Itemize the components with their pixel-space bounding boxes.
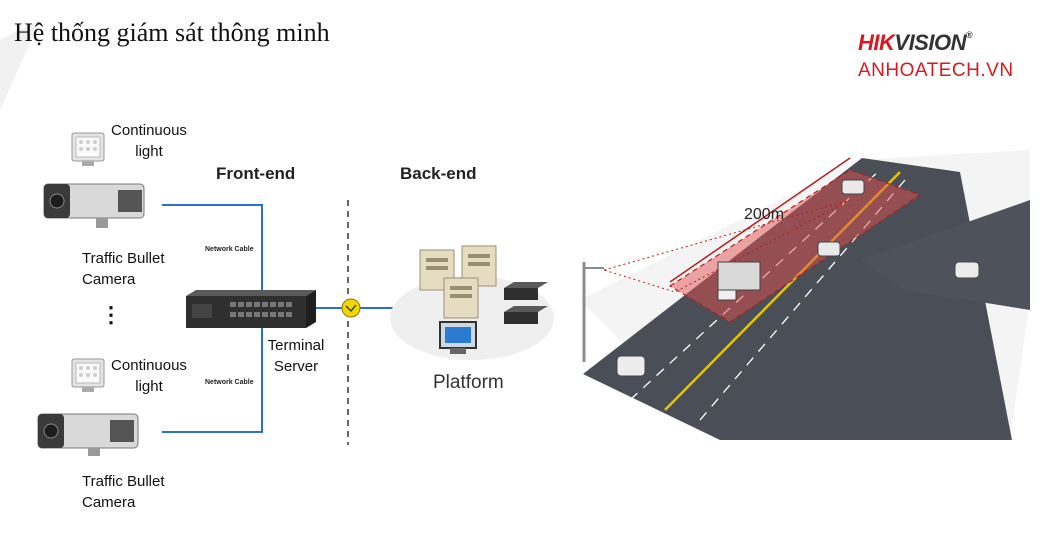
- vehicle-car-icon-1: [817, 241, 841, 257]
- logo-hik: HIK: [858, 30, 895, 55]
- logo-registered-mark: ®: [965, 30, 973, 40]
- distance-arrow: [669, 157, 851, 283]
- hikvision-logo: HIKVISION®: [858, 30, 973, 56]
- network-cable-bottom-label: Network Cable: [205, 379, 254, 386]
- road-scene: [580, 150, 1030, 440]
- page-title: Hệ thống giám sát thông minh: [14, 18, 330, 47]
- ellipsis-icon: ⋮: [100, 302, 122, 327]
- continuous-light-bottom-icon: [71, 358, 105, 392]
- cable-bottom-line: [162, 316, 263, 433]
- logo-vision: VISION: [894, 30, 966, 55]
- platform-label: Platform: [433, 372, 504, 393]
- continuous-light-top-icon: [71, 132, 105, 166]
- traffic-bullet-camera-bottom-label: Traffic Bullet Camera: [82, 473, 165, 511]
- monitor-icon: [439, 321, 477, 354]
- vehicle-car-icon-2: [841, 179, 865, 195]
- road-surface: [583, 158, 1012, 440]
- server-rack-icon-3: [443, 277, 479, 319]
- cable-top-line: [162, 204, 263, 290]
- traffic-bullet-camera-bottom-icon: [37, 413, 139, 456]
- platform-icon: [390, 245, 554, 360]
- terminal-server-label: Terminal Server: [267, 337, 325, 375]
- distance-label: 200m: [744, 206, 785, 223]
- road-branch: [860, 200, 1030, 310]
- continuous-light-top-label: Continuous light: [111, 122, 187, 160]
- network-connector-icon: [341, 298, 361, 318]
- corner-decoration: [0, 20, 40, 110]
- traffic-bullet-camera-top-label: Traffic Bullet Camera: [82, 250, 165, 288]
- back-end-heading: Back-end: [400, 164, 477, 183]
- traffic-bullet-camera-top-icon: [43, 183, 145, 228]
- vehicle-truck-icon: [717, 261, 761, 301]
- front-end-heading: Front-end: [216, 164, 296, 183]
- site-name: ANHOATECH.VN: [858, 60, 1014, 81]
- continuous-light-bottom-label: Continuous light: [111, 357, 187, 395]
- network-cable-top-label: Network Cable: [205, 246, 254, 253]
- vehicle-car-icon-3: [616, 355, 646, 377]
- terminal-server-icon: [186, 290, 316, 328]
- nvr-icon: [504, 282, 548, 324]
- vehicle-car-icon-4: [954, 261, 980, 279]
